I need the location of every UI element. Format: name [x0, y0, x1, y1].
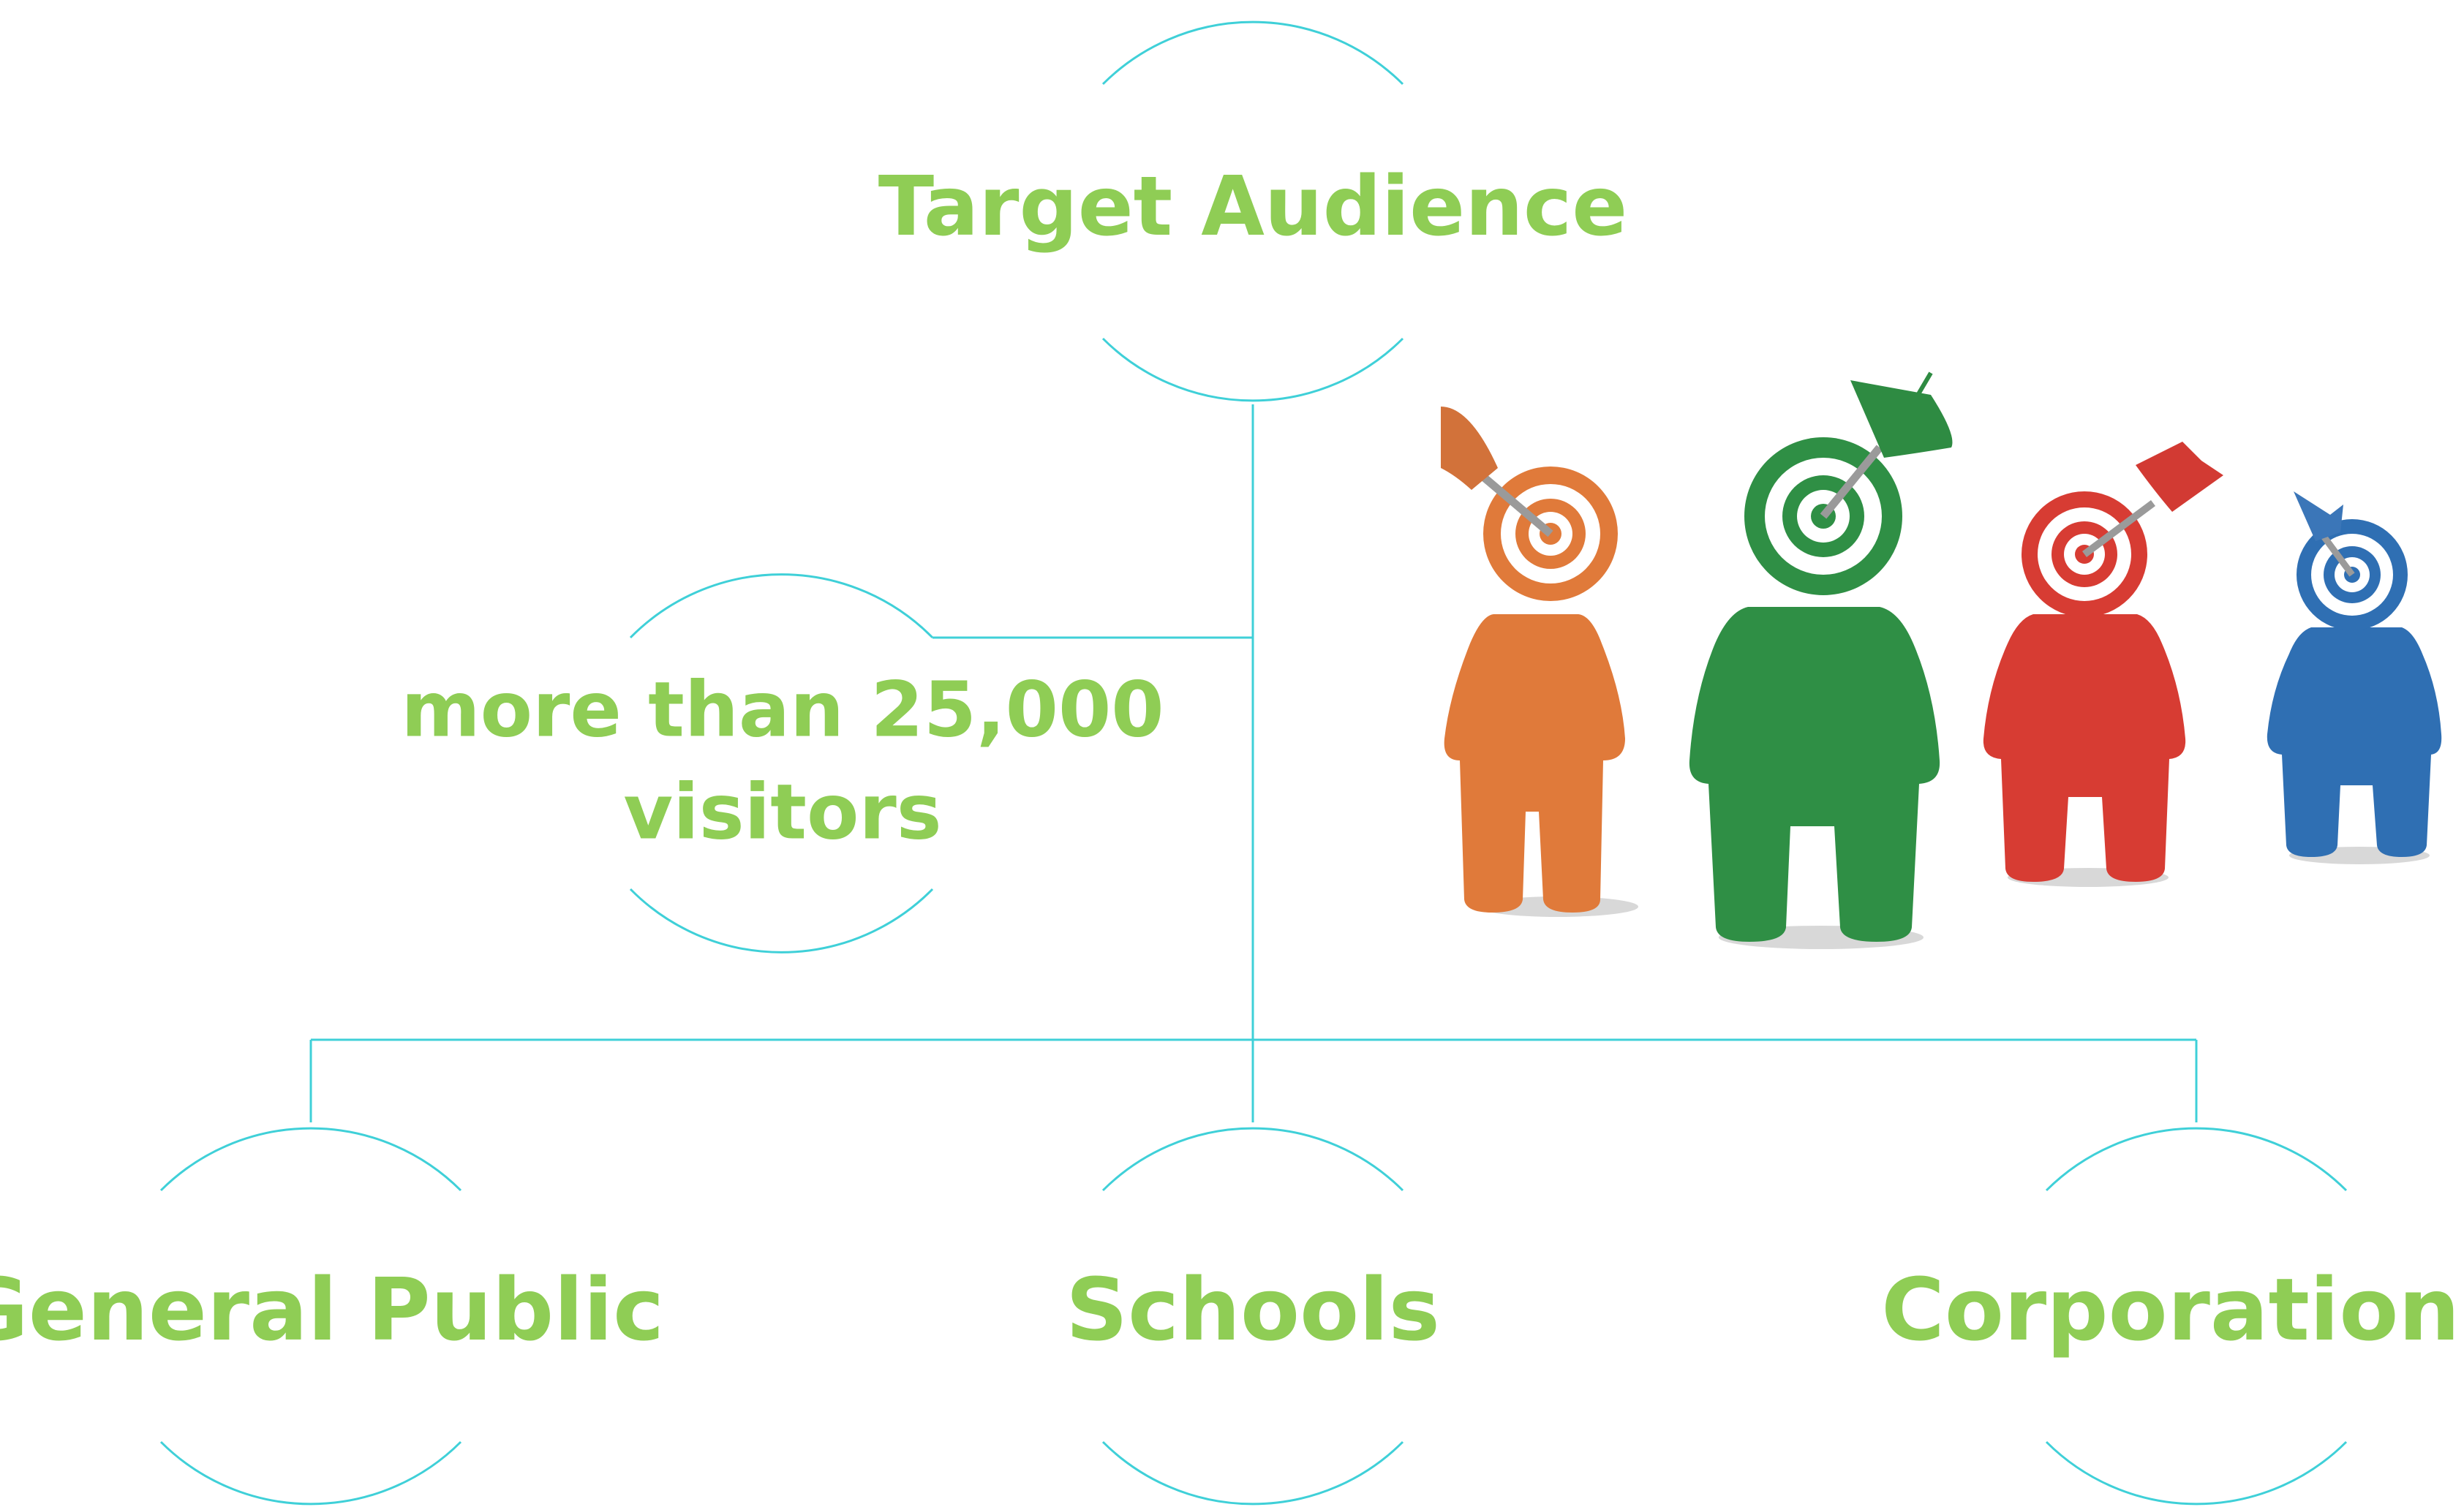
leaf-node-general-public: General Public [0, 1127, 664, 1506]
dart-shaft [1820, 445, 1883, 519]
leaf-arc-top [1101, 1127, 1404, 1192]
side-note-line-1: more than 25,000 [401, 665, 1164, 754]
figure-body [2267, 627, 2442, 857]
side-note-line-2: visitors [623, 767, 941, 856]
orange-figure [1441, 407, 1638, 917]
dart-flight [2294, 491, 2343, 541]
root-node-label: Target Audience [878, 159, 1627, 254]
leaf-arc-top [159, 1127, 462, 1192]
dart-shaft [2082, 499, 2155, 558]
leaf-arc-bottom [2045, 1440, 2348, 1506]
dart-tip [1899, 371, 1933, 424]
leaf-node-schools: Schools [1066, 1127, 1440, 1506]
leaf-arc-top [2045, 1127, 2348, 1192]
figure-body [1689, 607, 1940, 942]
root-node-arc-bottom [1101, 337, 1404, 402]
leaf-node-corporations: Corporations [1881, 1127, 2464, 1506]
red-figure [1983, 442, 2223, 887]
green-figure [1689, 371, 1953, 949]
connector-lines [309, 404, 2198, 1122]
dart-flight [2136, 442, 2223, 512]
root-node: Target Audience [878, 20, 1627, 402]
root-node-arc-top [1101, 20, 1404, 86]
leaf-arc-bottom [159, 1440, 462, 1506]
figure-body [1444, 614, 1625, 913]
figure-body [1983, 614, 2186, 882]
target-audience-illustration [1441, 371, 2442, 949]
leaf-label: Schools [1066, 1259, 1440, 1360]
side-note-arc-bottom [629, 888, 934, 953]
side-note-arc-top [629, 573, 934, 639]
leaf-label: Corporations [1881, 1259, 2464, 1360]
leaf-arc-bottom [1101, 1440, 1404, 1506]
dart-shaft [1480, 473, 1553, 537]
side-note-node: more than 25,000 visitors [401, 573, 1164, 953]
blue-figure [2267, 491, 2442, 864]
leaf-label: General Public [0, 1259, 664, 1360]
dart-flight [1441, 407, 1498, 490]
